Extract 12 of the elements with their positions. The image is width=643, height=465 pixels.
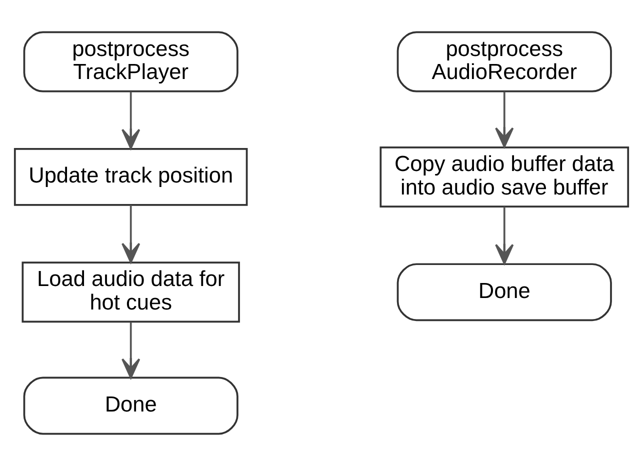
node-box: postprocess AudioRecorder bbox=[396, 30, 612, 92]
arrow bbox=[495, 91, 514, 148]
arrow bbox=[122, 322, 140, 378]
node-box: Copy audio buffer data into audio save buffer bbox=[380, 146, 630, 207]
node-box: Update track position bbox=[14, 148, 248, 206]
node-box: Done bbox=[23, 376, 238, 434]
arrow bbox=[495, 206, 514, 264]
arrow bbox=[122, 204, 140, 263]
arrow bbox=[122, 91, 140, 149]
node-box: postprocess TrackPlayer bbox=[23, 30, 238, 92]
node-box: Done bbox=[396, 262, 612, 321]
node-box: Load audio data for hot cues bbox=[22, 261, 240, 322]
